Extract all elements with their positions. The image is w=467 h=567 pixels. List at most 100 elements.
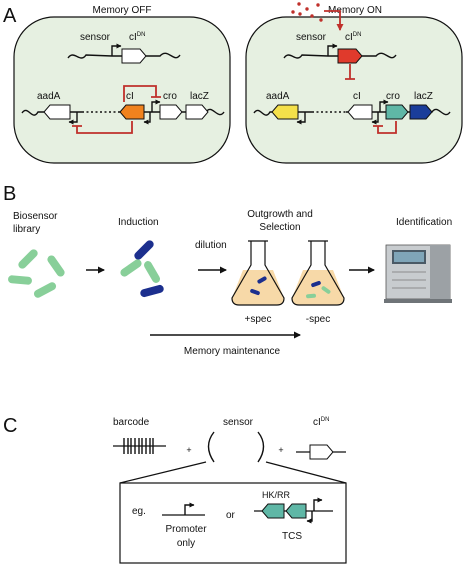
promoter-arrow-ci-on	[371, 112, 379, 125]
sensor-label-off: sensor	[80, 32, 111, 43]
memory-maintenance-label: Memory maintenance	[184, 346, 281, 357]
lacz-label-off: lacZ	[190, 91, 209, 102]
plus-spec-label: +spec	[245, 314, 272, 325]
sensor-bracket-left	[207, 431, 215, 463]
cell-in-flask	[257, 276, 267, 284]
plus-sign-right: +	[278, 445, 283, 455]
flask-outline-plus	[231, 241, 285, 306]
cell-membrane-off	[13, 16, 231, 164]
memory-off-cell: Memory OFF sensor cIDN aadA cI cro lacZ	[13, 5, 231, 164]
biosensor-label-line2: library	[13, 224, 40, 235]
cell-in-flask	[311, 280, 321, 288]
sensor-bracket-right	[257, 431, 265, 463]
gene-aada-off	[43, 104, 71, 120]
identification-label: Identification	[396, 217, 452, 228]
memory-on-cell: Memory ON sensor cIDN aadA cI cro lacZ	[245, 2, 463, 164]
outgrowth-label-line1: Outgrowth and	[247, 209, 313, 220]
promoter-arrow-cro-on	[379, 99, 389, 112]
cell-in-flask	[321, 286, 331, 294]
promoter-only-line1: Promoter	[165, 524, 207, 535]
promoter-arrow-aada-off	[68, 112, 78, 125]
dna-main-left-on	[253, 109, 312, 116]
cro-label-on: cro	[386, 91, 400, 102]
cell-green	[18, 249, 38, 269]
flask-liquid-plus	[232, 270, 284, 305]
promoter-arrow-sensor-on	[327, 43, 338, 56]
dna-sensor-on	[283, 52, 397, 59]
cro-label-off: cro	[163, 91, 177, 102]
eg-label: eg.	[132, 506, 146, 517]
dilution-label: dilution	[195, 240, 227, 251]
flask-liquid-minus	[292, 270, 344, 305]
sensor-label-on: sensor	[296, 32, 327, 43]
ci-label-on: cI	[353, 91, 361, 102]
sequencer-side	[430, 245, 450, 299]
promoter-arrow-sensor-off	[111, 43, 122, 56]
gene-cro-off	[159, 104, 183, 120]
gene-lacz-on	[409, 104, 433, 120]
induction-arrow	[324, 10, 344, 31]
barcode-label: barcode	[113, 417, 150, 428]
ci-dn-label-off: cIDN	[129, 32, 145, 43]
memory-on-title: Memory ON	[328, 5, 382, 16]
promoter-arrow-aada-on	[296, 112, 306, 125]
panel-b-label: B	[3, 183, 16, 205]
ci-dn-gene-c	[296, 444, 346, 460]
memory-off-title: Memory OFF	[93, 5, 152, 16]
promoter-arrow-cro-off	[151, 99, 161, 112]
gene-ci-on	[347, 104, 373, 120]
cell-in-flask	[306, 293, 316, 299]
gene-ci-dn-off	[121, 48, 147, 64]
promoter-only-icon	[162, 502, 205, 516]
induction-label: Induction	[118, 217, 159, 228]
dna-sensor-off	[67, 52, 181, 59]
repression-ci-on-cro-off	[123, 85, 161, 102]
cell-green	[144, 261, 160, 283]
flask-outline-minus	[291, 241, 345, 306]
ci-dn-label-c: cIDN	[313, 417, 329, 428]
or-label: or	[226, 510, 236, 521]
gene-aada-on	[271, 104, 299, 120]
promoter-only-line2: only	[177, 538, 195, 549]
cell-green	[8, 275, 32, 285]
cell-green	[47, 255, 65, 277]
flask-minus-spec	[291, 240, 345, 306]
sensor-options-box	[119, 482, 347, 564]
expand-line-right	[265, 461, 347, 484]
cell-green	[33, 282, 57, 298]
outgrowth-label-line2: Selection	[259, 222, 300, 233]
sequencer-icon	[384, 244, 452, 303]
aada-label-off: aadA	[37, 91, 61, 102]
dna-main-left-off	[21, 109, 82, 116]
promoter-arrow-ci-off	[143, 112, 151, 125]
tcs-label: TCS	[282, 531, 302, 542]
gene-ci-dn-on	[337, 48, 363, 64]
panel-a-label: A	[3, 5, 17, 27]
panel-c-label: C	[3, 415, 17, 437]
biosensor-library-cells	[8, 249, 65, 298]
minus-spec-label: -spec	[306, 314, 330, 325]
inducer-molecules	[291, 2, 323, 22]
cell-membrane-on	[245, 16, 463, 164]
ci-dn-label-on: cIDN	[345, 32, 361, 43]
plus-sign-left: +	[186, 445, 191, 455]
cell-green	[120, 259, 142, 277]
tcs-icon	[254, 497, 333, 524]
biosensor-label-line1: Biosensor	[13, 211, 58, 222]
gene-cro-on	[385, 104, 409, 120]
flask-plus-spec	[231, 240, 285, 306]
barcode-icon	[113, 438, 166, 454]
repression-ci-on-aada-off	[72, 121, 133, 134]
induced-cells	[120, 240, 164, 298]
aada-label-on: aadA	[266, 91, 290, 102]
lacz-label-on: lacZ	[414, 91, 433, 102]
sequencer-screen-highlight	[394, 252, 424, 262]
repression-cro-on-ci	[373, 121, 397, 134]
ci-label-off: cI	[126, 91, 134, 102]
repression-ci-dn-on-ci	[345, 64, 355, 80]
gene-lacz-off	[185, 104, 209, 120]
cell-darkblue	[134, 240, 154, 260]
gene-ci-off	[119, 104, 145, 120]
sequencer-base	[384, 299, 452, 303]
